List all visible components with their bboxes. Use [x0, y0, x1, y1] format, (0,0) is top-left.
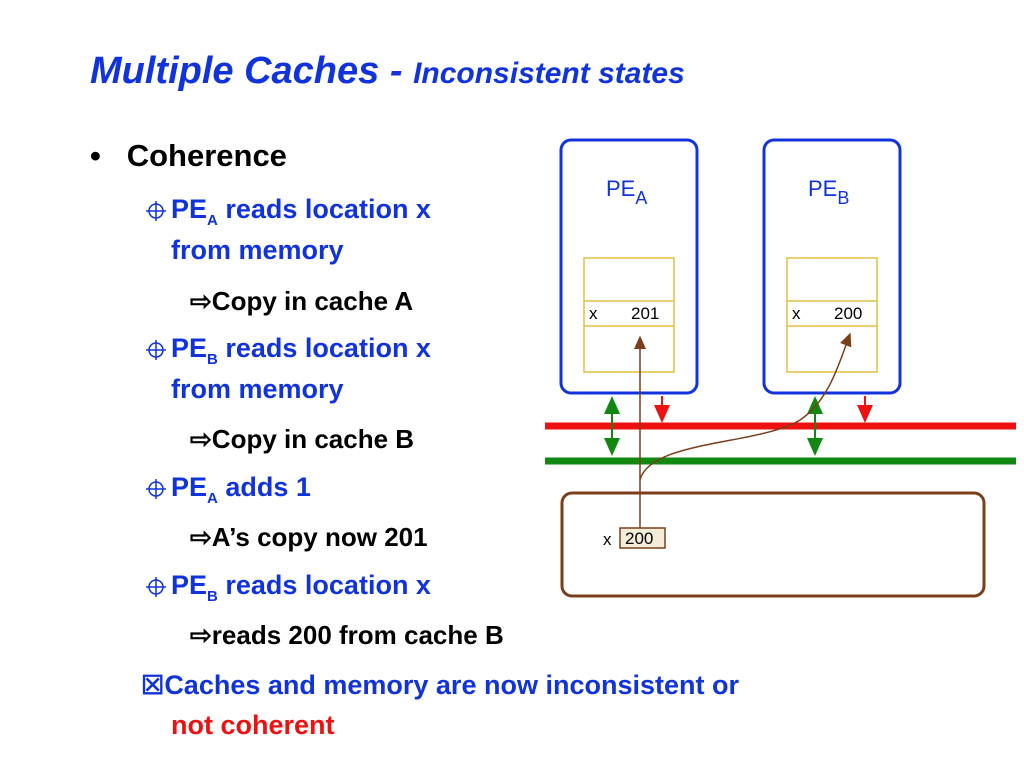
crosshair-bullet-icon — [146, 479, 166, 499]
pe-a-cache-value: 201 — [631, 304, 659, 323]
sub-bullet-text: Copy in cache A — [211, 286, 414, 316]
pe-label: PE — [171, 333, 208, 363]
memory-cell — [619, 527, 666, 549]
pe-subscript: B — [207, 588, 218, 605]
sub-bullet-copy-b: ⇨Copy in cache B — [190, 424, 414, 455]
pe-a-cache — [583, 257, 675, 373]
bullet-dot: • — [90, 138, 101, 173]
bullet-text: reads location x — [217, 570, 431, 600]
sub-bullet-reads-200: ⇨reads 200 from cache B — [190, 620, 504, 651]
memory-var: x — [603, 530, 612, 549]
bullet-pea-adds: PEA adds 1 — [171, 472, 311, 507]
pe-b-cache — [786, 257, 878, 373]
pe-b-cache-var: x — [792, 304, 801, 323]
bullet-peb-reads-2: PEB reads location x — [171, 570, 431, 605]
crosshair-bullet-icon — [146, 201, 166, 221]
bullet-peb-reads-line2: from memory — [171, 374, 344, 404]
bullet-inconsistent: ☒Caches and memory are now inconsistent … — [141, 670, 739, 701]
pe-b-label: PEB — [808, 176, 849, 208]
slide-title: Multiple Caches - Inconsistent states — [90, 50, 685, 93]
pe-label: PE — [171, 472, 208, 502]
pe-subscript: A — [207, 212, 218, 229]
crosshair-bullet-icon — [146, 577, 166, 597]
pe-b-cache-value: 200 — [834, 304, 862, 323]
bullet-text: reads location x — [217, 333, 431, 363]
pe-label: PE — [171, 570, 208, 600]
sub-bullet-text: Copy in cache B — [211, 424, 415, 454]
bullet-not-coherent: not coherent — [171, 710, 335, 740]
sub-bullet-text: A’s copy now 201 — [211, 522, 428, 552]
bullet-text: adds 1 — [217, 472, 311, 502]
memory-value: 200 — [625, 529, 653, 548]
pe-a-cache-var: x — [589, 304, 598, 323]
memory-to-cache-b-arrow — [639, 332, 852, 481]
bullet-pea-reads-line2: from memory — [171, 235, 344, 265]
crosshair-bullet-icon — [146, 340, 166, 360]
bullet-peb-reads: PEB reads location x — [171, 333, 431, 368]
bullet-text: reads location x — [217, 194, 431, 224]
pe-subscript: A — [207, 490, 218, 507]
sub-bullet-copy-a: ⇨Copy in cache A — [190, 286, 413, 317]
bullet-pea-reads: PEA reads location x — [171, 194, 431, 229]
arrow-right-icon: ⇨ — [190, 286, 212, 316]
title-sub: Inconsistent states — [413, 57, 685, 90]
bullet-coherence: • Coherence — [90, 138, 287, 174]
memory-box — [560, 491, 986, 598]
sub-bullet-text: reads 200 from cache B — [211, 620, 504, 650]
arrow-right-icon: ⇨ — [190, 620, 212, 650]
arrow-right-icon: ⇨ — [190, 522, 212, 552]
pe-subscript: B — [207, 351, 218, 368]
pe-a-label: PEA — [606, 176, 647, 208]
pe-label: PE — [171, 194, 208, 224]
arrow-right-icon: ⇨ — [190, 424, 212, 454]
crossed-box-icon: ☒ — [141, 670, 165, 700]
bullet-text: Caches and memory are now inconsistent o… — [164, 670, 739, 700]
bullet-coherence-text: Coherence — [126, 138, 287, 173]
title-main: Multiple Caches - — [90, 50, 414, 92]
sub-bullet-a-copy: ⇨A’s copy now 201 — [190, 522, 428, 553]
